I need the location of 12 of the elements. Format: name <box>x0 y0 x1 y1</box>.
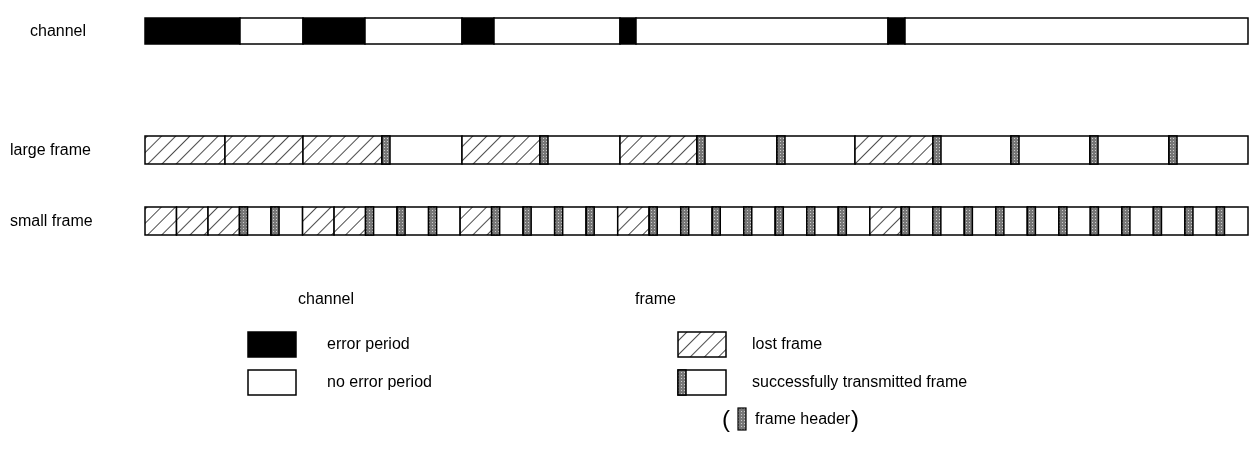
legend-label: frame header <box>755 410 851 428</box>
legend-label: lost frame <box>752 335 823 353</box>
legend-heading: channel <box>298 290 355 308</box>
parenthesis: ( <box>722 406 730 432</box>
legend-label: no error period <box>327 373 432 391</box>
legend-heading: frame <box>635 290 676 308</box>
parenthesis: ) <box>851 406 859 432</box>
row-label: channel <box>30 22 87 40</box>
legend-label: successfully transmitted frame <box>752 373 968 391</box>
row-label: small frame <box>10 212 93 230</box>
row-label: large frame <box>10 141 91 159</box>
legend-label: error period <box>327 335 410 353</box>
